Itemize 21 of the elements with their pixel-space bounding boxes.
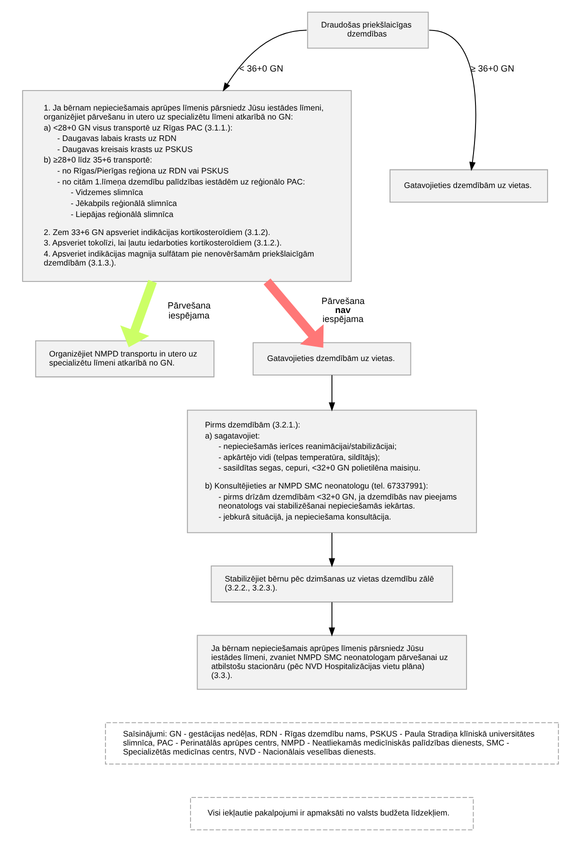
- edge-label: ≥ 36+0 GN: [470, 64, 514, 74]
- node-box: Pirms dzemdībām (3.2.1.): a) sagatavojiet: - nepieciešamās ierīces reanimācijai/stabilizācijai; - apkārtējo vidi (telpas temperatūra, sildītājs); - sasildītas segas, cepuri, <32+0 GN polietilēna maisiņu. b) Konsultējieties ar NMPD SMC neonatologu (tel. 67337991): - pirms drīzām dzemdībām <32+0 GN, ja dzemdībās nav pieejams neonatologs vai stabilizēšanai nepieciešamās iekārtas. - jebkurā situācijā, ja nepieciešama konsultācija.: [186, 410, 477, 534]
- arrow: [120, 280, 157, 348]
- node-box: Visi iekļautie pakalpojumi ir apmaksāti no valsts budžeta līdzekļiem.: [190, 796, 474, 830]
- arrow: [328, 374, 336, 412]
- node-box: Saīsinājumi: GN - gestācijas nedēļas, RDN - Rīgas dzemdību nams, PSKUS - Paula Stradiņa klīniskā universitātes slimnīca, PAC - Perinatālās aprūpes centrs, NMPD - Neatliekamās medicīniskās palīdzības dienests, SMC - Specializētās medicīnas centrs, NVD - Nacionālais veselības dienests.: [105, 722, 559, 765]
- node-box: Ja bērnam nepieciešamais aprūpes līmenis pārsniedz Jūsu iestādes līmeni, zvaniet NMPD SMC neonatologam pārvešanai uz atbilstošu stacionāru (pēc NVD Hospitalizācijas vietu plāna) (3.3.).: [196, 634, 467, 690]
- arrow: [328, 532, 336, 568]
- node-box: Organizējiet NMPD transportu in utero uz specializētu līmeni atkarībā no GN.: [35, 340, 214, 378]
- arrow: [428, 30, 476, 171]
- arrow: [328, 602, 336, 636]
- node-box: Stabilizējiet bērnu pēc dzimšanas uz vietas dzemdību zālē (3.2.2., 3.2.3.).: [210, 566, 454, 602]
- edge-label: Pārvešana iespējama: [168, 300, 211, 320]
- edge-label: < 36+0 GN: [239, 64, 284, 74]
- arrow: [222, 30, 308, 92]
- edge-label: Pārvešana nav iespējama: [322, 296, 365, 324]
- node-box: 1. Ja bērnam nepieciešamais aprūpes līmenis pārsniedz Jūsu iestādes līmeni, organizējiet pārvešanu in utero uz specializētu līmeni atkarībā no GN: a) <28+0 GN visus transportē uz Rīgas PAC (3.1.1.): - Daugavas labais krasts uz RDN - Daugavas kreisais krasts uz PSKUS b) ≥28+0 līdz 35+6 transportē: - no Rīgas/Pierīgas reģiona uz RDN vai PSKUS - no citām 1.līmeņa dzemdību palīdzības iestādēm uz reģionālo PAC: - Vidzemes slimnīca - Jēkabpils reģionālā slimnīca - Liepājas reģionālā slimnīca 2. Zem 33+6 GN apsveriet indikācijas kortikosteroīdiem (3.1.2). 3. Apsveriet tokolīzi, lai ļautu iedarboties kortikosteroīdiem (3.1.2.). 4. Apsveriet indikācijas magnija sulfātam pie nenovēršamām priekšlaicīgām dzemdībām (3.1.3.).: [22, 90, 352, 282]
- node-box: Draudošas priekšlaicīgas dzemdības: [307, 12, 429, 49]
- node-box: Gatavojieties dzemdībām uz vietas.: [390, 169, 548, 203]
- arrow: [264, 278, 324, 348]
- node-box: Gatavojieties dzemdībām uz vietas.: [252, 342, 412, 376]
